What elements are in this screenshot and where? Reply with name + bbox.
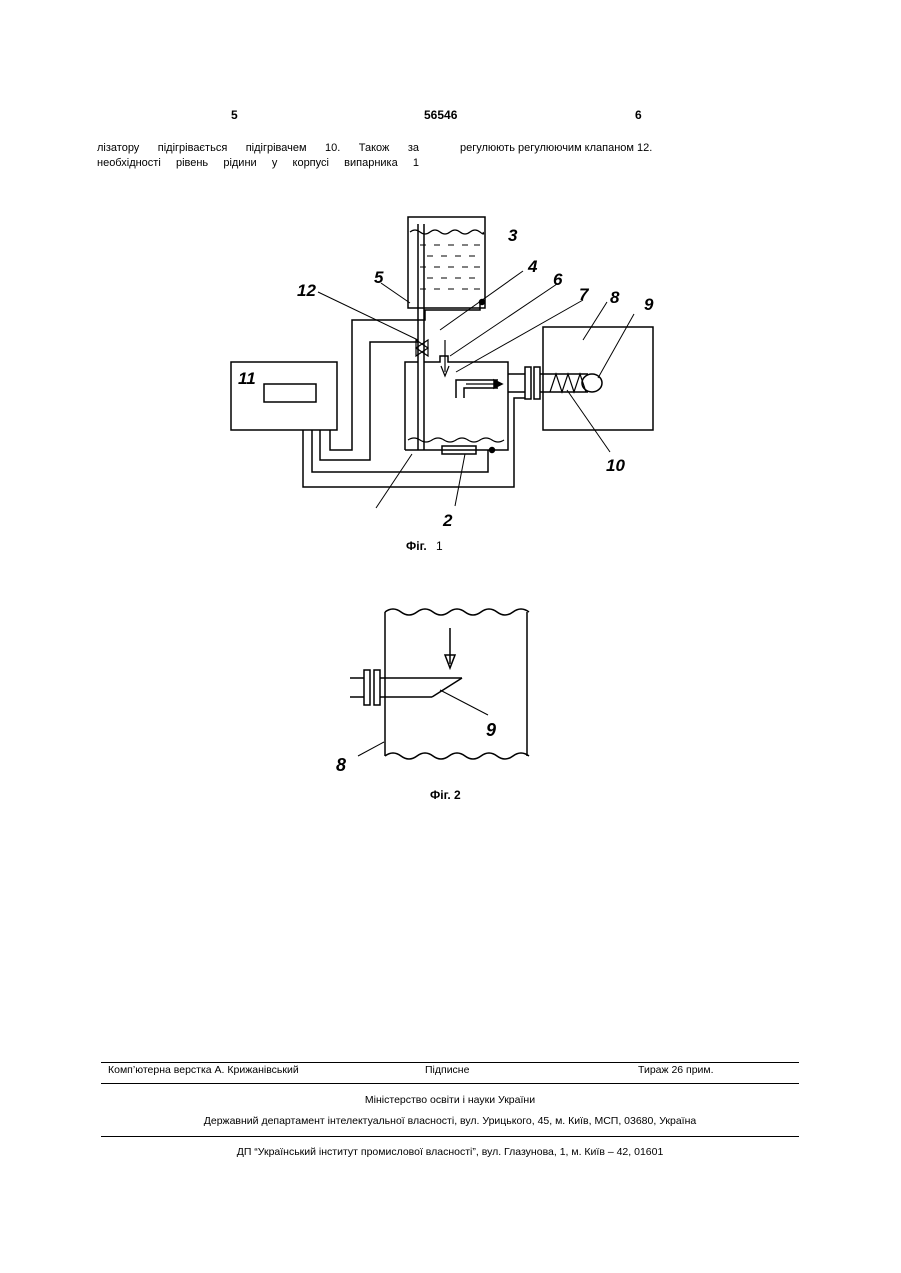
fig1-label-2: 2	[442, 511, 453, 530]
footer-ministry: Міністерство освіти і науки України	[101, 1094, 799, 1106]
fig1-label-9: 9	[644, 295, 654, 314]
fig1-label-4: 4	[527, 257, 538, 276]
footer-rule-1	[101, 1062, 799, 1063]
fig1-label-12: 12	[297, 281, 316, 300]
footer-institute: ДП “Український інститут промислової вла…	[101, 1146, 799, 1158]
fig2-label-8: 8	[336, 755, 346, 775]
fig1-label-10: 10	[606, 456, 625, 475]
footer-rule-3	[101, 1136, 799, 1137]
fig1-label-11: 11	[238, 369, 256, 388]
fig2-label-9: 9	[486, 720, 496, 740]
figure-2-caption: Фіг. 2	[430, 788, 461, 802]
footer-rule-2	[101, 1083, 799, 1084]
fig1-label-3: 3	[508, 226, 518, 245]
figure-1-caption-prefix: Фіг.	[406, 539, 427, 553]
footer-department: Державний департамент інтелектуальної вл…	[101, 1115, 799, 1127]
figure-1-caption-number: 1	[436, 539, 443, 553]
fig1-label-8: 8	[610, 288, 620, 307]
footer-circulation: Тираж 26 прим.	[638, 1064, 714, 1076]
figure-1-drawing: 3 4 5 6 7 8 9 12 11 10 2 Фіг. 1	[0, 0, 901, 560]
fig1-label-6: 6	[553, 270, 563, 289]
footer-typesetter: Комп’ютерна верстка А. Крижанівський	[108, 1064, 299, 1076]
fig1-label-5: 5	[374, 268, 384, 287]
fig1-label-7: 7	[579, 285, 590, 304]
figure-2-drawing: 9 8	[0, 590, 901, 810]
footer-signed: Підписне	[425, 1064, 469, 1076]
